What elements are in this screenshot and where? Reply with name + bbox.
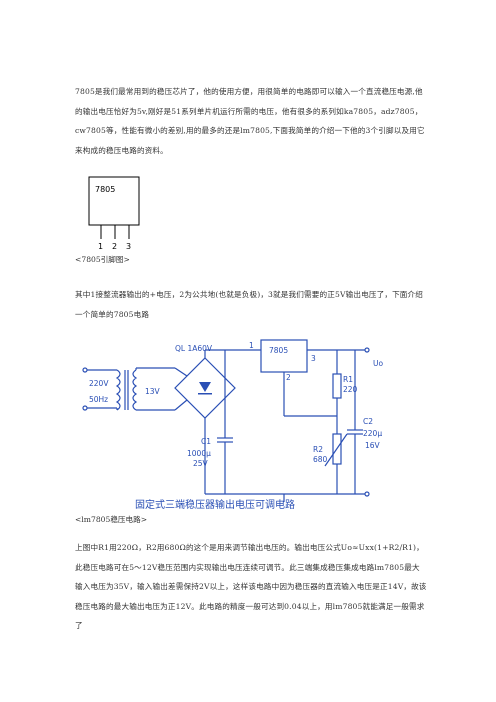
r2-value: 680: [313, 455, 328, 464]
c2-value1: 220μ: [363, 429, 382, 438]
chip-body: [88, 176, 140, 226]
bridge-label: QL 1A60V: [175, 344, 213, 353]
pin-2-label: 2: [112, 242, 117, 251]
c1-value1: 1000μ: [187, 449, 211, 458]
r2-name: R2: [313, 445, 323, 454]
c2-value2: 16V: [365, 441, 381, 450]
pin-3-num: 3: [311, 354, 316, 363]
ac-voltage-label: 220V: [89, 379, 109, 388]
intro-paragraph: 7805是我们最常用到的稳压芯片了，他的使用方便，用很简单的电路即可以输入一个直…: [75, 87, 425, 155]
c2-name: C2: [363, 417, 373, 426]
pin-description-paragraph: 其中1接整流器输出的+电压，2为公共地(也就是负极)，3就是我们需要的正5V输出…: [75, 290, 424, 319]
pinout-caption: <7805引脚图>: [75, 255, 130, 264]
c1-name: C1: [201, 437, 211, 446]
analysis-paragraph: 上图中R1用220Ω，R2用680Ω的这个是用来调节输出电压的。输出电压公式Uo…: [75, 543, 427, 631]
output-label: Uo: [373, 359, 383, 368]
circuit-diagram: 220V 50Hz 13V QL 1A60V 7805 1 2 3 R1 220…: [82, 339, 383, 510]
pin-2-num: 2: [286, 373, 291, 382]
r1-name: R1: [343, 375, 353, 384]
ac-frequency-label: 50Hz: [89, 395, 108, 404]
regulator-label: 7805: [269, 346, 288, 355]
c1-value2: 25V: [193, 459, 209, 468]
chip-label: 7805: [95, 185, 115, 194]
r1-value: 220: [343, 385, 358, 394]
circuit-caption: <lm7805稳压电路>: [75, 515, 148, 524]
pin-1-num: 1: [249, 341, 254, 350]
pinout-diagram: 7805 1 2 3: [88, 176, 140, 251]
circuit-title: 固定式三端稳压器输出电压可调电路: [135, 498, 295, 510]
pin-3-label: 3: [126, 242, 131, 251]
secondary-voltage-label: 13V: [145, 387, 161, 396]
pin-1-label: 1: [98, 242, 103, 251]
